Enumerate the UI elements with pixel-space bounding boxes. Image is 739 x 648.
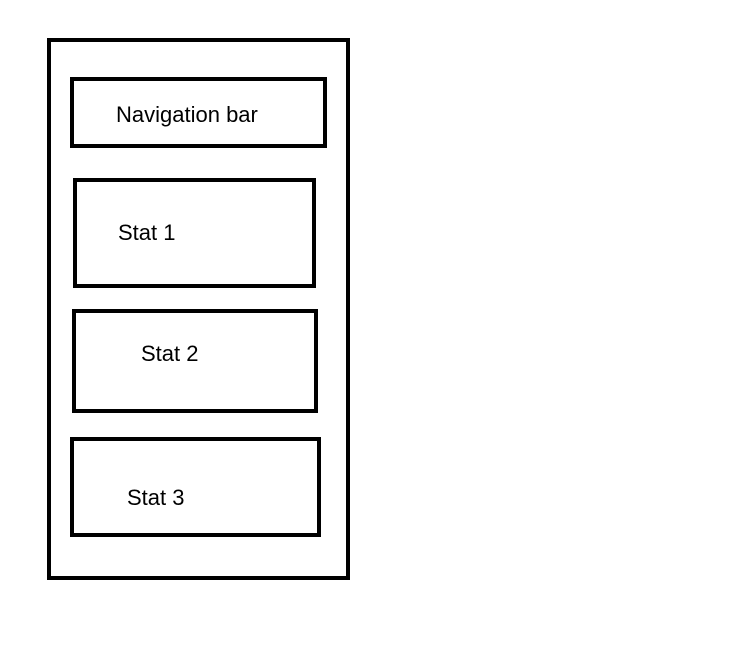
navigation-bar-label: Navigation bar: [116, 102, 258, 127]
stat-card-1-label: Stat 1: [118, 220, 176, 245]
stat-card-2-label: Stat 2: [141, 341, 199, 366]
navigation-bar[interactable]: Navigation bar: [70, 77, 327, 148]
stat-card-2: Stat 2: [72, 309, 318, 413]
stat-card-3: Stat 3: [70, 437, 321, 537]
stat-card-3-label: Stat 3: [127, 485, 185, 510]
stat-card-1: Stat 1: [73, 178, 316, 288]
